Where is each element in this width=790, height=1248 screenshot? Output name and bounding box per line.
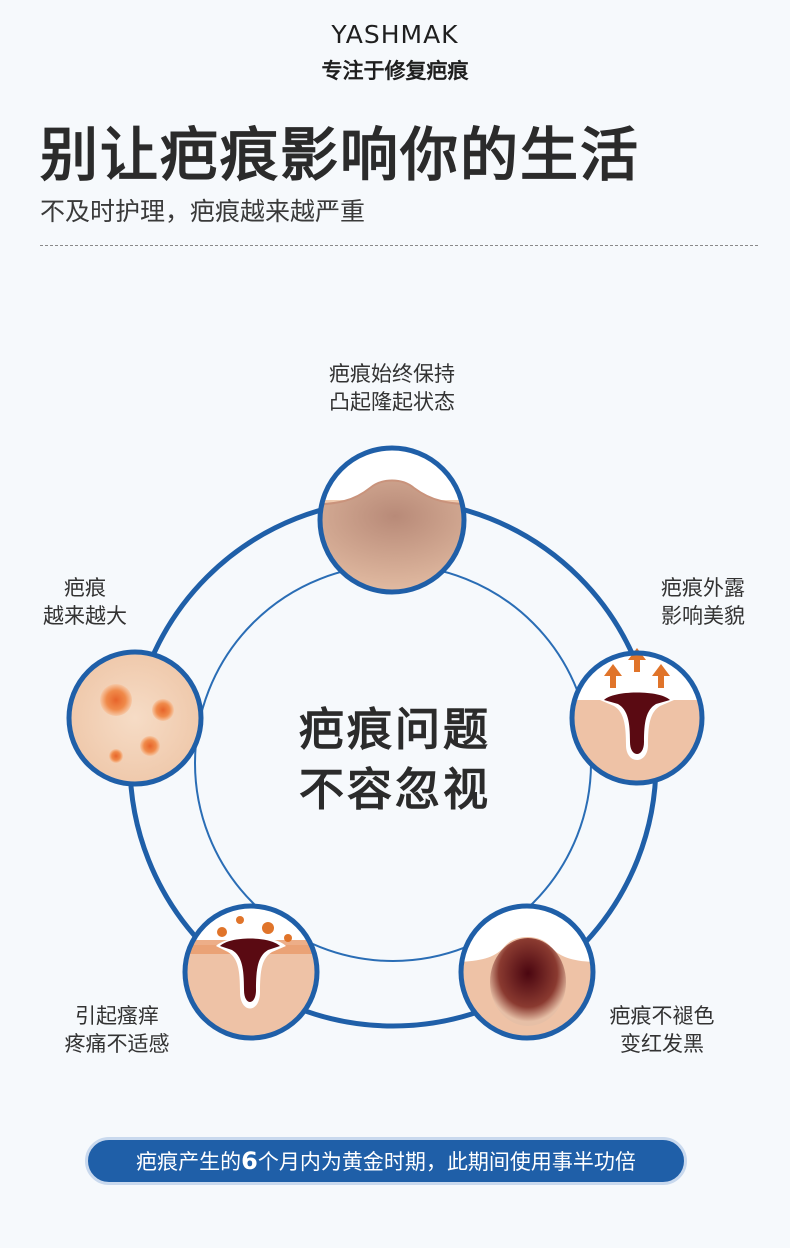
caption-dark-scar: 疤痕不褪色变红发黑 — [609, 1004, 715, 1056]
center-line-2: 不容忽视 — [298, 763, 491, 816]
center-message: 疤痕问题 不容忽视 — [255, 700, 535, 820]
page-subhead: 不及时护理，疤痕越来越严重 — [40, 197, 366, 226]
page-headline: 别让疤痕影响你的生活 — [40, 121, 641, 189]
dashed-divider — [40, 245, 758, 246]
dark-scar-icon — [458, 903, 596, 1041]
banner-highlight: 6 — [241, 1147, 258, 1175]
center-line-1: 疤痕问题 — [298, 703, 491, 756]
itchy-scar-icon — [182, 903, 320, 1041]
brand-name: YASHMAK — [331, 20, 459, 49]
spreading-scar-icon — [66, 649, 204, 787]
golden-period-banner: 疤痕产生的6个月内为黄金时期，此期间使用事半功倍 — [85, 1137, 687, 1185]
caption-raised-scar: 疤痕始终保持凸起隆起状态 — [329, 362, 455, 414]
tagline: 专注于修复疤痕 — [321, 59, 469, 83]
raised-scar-icon — [317, 445, 467, 595]
caption-spreading-scar: 疤痕越来越大 — [43, 576, 127, 628]
caption-itchy-scar: 引起瘙痒疼痛不适感 — [64, 1004, 170, 1056]
exposed-scar-icon — [569, 648, 705, 786]
caption-exposed-scar: 疤痕外露影响美貌 — [661, 576, 745, 628]
